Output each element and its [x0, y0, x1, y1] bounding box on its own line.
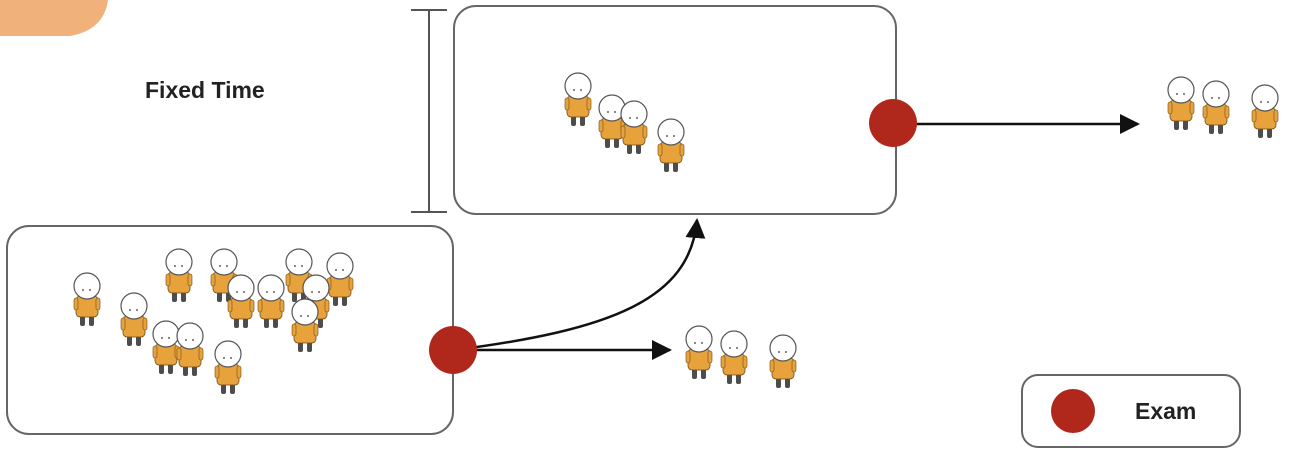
legend-exam-label: Exam: [1135, 398, 1196, 424]
fixed-time-label: Fixed Time: [145, 77, 265, 103]
second-stage-pool-box: [453, 5, 897, 215]
person: [685, 325, 713, 380]
person: [720, 330, 748, 385]
person: [1167, 76, 1195, 131]
corner-badge: [0, 0, 108, 36]
person: [1251, 84, 1279, 139]
person: [1202, 80, 1230, 135]
exam-dot-second: [869, 99, 917, 147]
fixed-time-bracket: [411, 9, 447, 213]
legend-exam-dot: [1051, 389, 1095, 433]
passed-first-exam-group: [685, 325, 797, 389]
person: [769, 334, 797, 389]
legend: Exam: [1021, 374, 1241, 448]
exam-dot-first: [429, 326, 477, 374]
passed-second-exam-group: [1167, 76, 1279, 139]
arrow-to-second-stage: [454, 218, 706, 352]
